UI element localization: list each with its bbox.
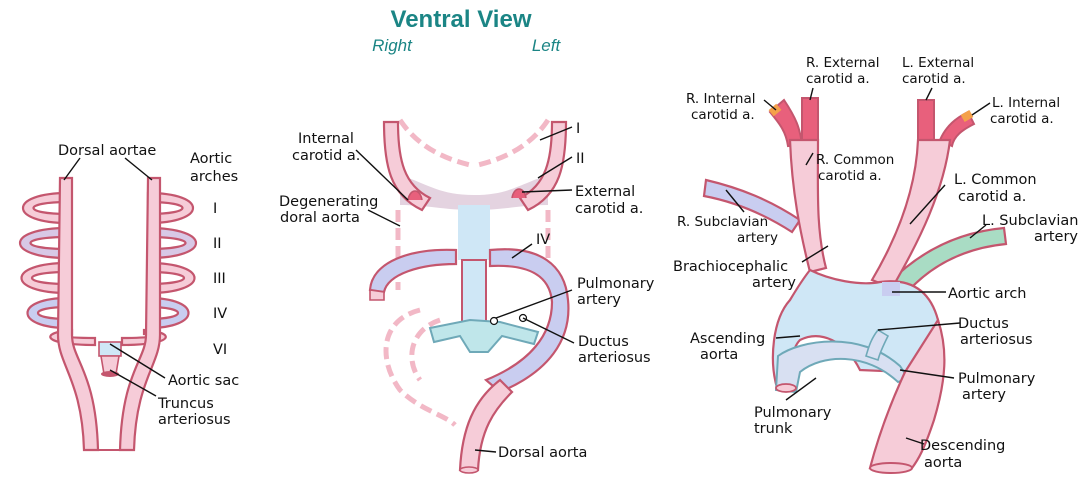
label-degenerating: Degenerating: [279, 194, 378, 210]
l-external-vessel: [918, 100, 934, 140]
label-aortic-arch: Aortic arch: [948, 286, 1026, 302]
label-internal-carotid: Internal: [298, 131, 354, 147]
label-brachiocephalic: Brachiocephalic: [673, 259, 788, 275]
label-r-external-2: carotid a.: [806, 71, 870, 87]
right-dorsal-aorta: [120, 178, 160, 450]
label-p2-arch-iv: IV: [536, 232, 550, 248]
label-doral-aorta: doral aorta: [280, 210, 360, 226]
label-l-internal: L. Internal: [992, 95, 1060, 111]
label-pulmonary-trunk-2: trunk: [754, 421, 793, 437]
label-brachiocephalic-2: artery: [752, 275, 796, 291]
label-p2-dorsal-aorta: Dorsal aorta: [498, 445, 587, 461]
label-p3-pulmonary-artery-2: artery: [962, 387, 1006, 403]
left-internal-carotid: [520, 122, 566, 210]
label-arch-vi: VI: [213, 342, 227, 358]
right-side-label: Right: [372, 36, 413, 55]
label-p3-ductus: Ductus: [958, 316, 1009, 332]
label-ascending-2: aorta: [700, 347, 738, 363]
label-p2-arch-i: I: [576, 121, 580, 137]
label-pulmonary-trunk: Pulmonary: [754, 405, 832, 421]
label-p3-ductus-2: arteriosus: [960, 332, 1033, 348]
label-r-internal-2: carotid a.: [691, 107, 755, 123]
panel-aortic-arches: Dorsal aortae Aortic arches I II III IV …: [20, 143, 239, 450]
panel-adult: R. External carotid a. L. External carot…: [673, 55, 1078, 473]
label-truncus: Truncus: [157, 396, 214, 412]
label-r-internal: R. Internal: [686, 91, 756, 107]
label-r-subclavian-2: artery: [737, 230, 778, 246]
label-l-common: L. Common: [954, 172, 1037, 188]
label-l-common-2: carotid a.: [958, 189, 1026, 205]
label-arch-i: I: [213, 201, 217, 217]
left-dorsal-aorta: [58, 178, 98, 450]
label-l-external: L. External: [902, 55, 974, 71]
label-r-subclavian: R. Subclavian: [677, 214, 768, 230]
label-p2-pulmonary-artery-2: artery: [577, 292, 621, 308]
right-seventh-branch: [370, 290, 384, 300]
label-r-common-2: carotid a.: [818, 168, 882, 184]
left-side-label: Left: [532, 36, 562, 55]
panel-transition: Internal carotid a. Degenerating doral a…: [279, 120, 655, 473]
label-p2-pulmonary-artery: Pulmonary: [577, 276, 655, 292]
label-arch-iii: III: [213, 271, 226, 287]
aortic-sac-center: [458, 205, 490, 260]
label-r-external: R. External: [806, 55, 880, 71]
label-arch-ii: II: [213, 236, 222, 252]
label-aortic-sac: Aortic sac: [168, 373, 239, 389]
label-arteriosus: arteriosus: [158, 412, 231, 428]
label-ascending: Ascending: [690, 331, 765, 347]
label-p2-ductus: Ductus: [578, 334, 629, 350]
label-dorsal-aortae: Dorsal aortae: [58, 143, 156, 159]
label-l-external-2: carotid a.: [902, 71, 966, 87]
label-l-internal-2: carotid a.: [990, 111, 1054, 127]
label-l-subclavian: L. Subclavian: [982, 213, 1078, 229]
label-aortic: Aortic: [190, 151, 232, 167]
label-arch-iv: IV: [213, 306, 227, 322]
pulmonary-branches: [430, 320, 538, 352]
label-internal-carotid-2: carotid a.: [292, 148, 360, 164]
right-arch-iv: [370, 250, 456, 292]
label-p2-external-carotid: External: [575, 184, 635, 200]
label-p2-external-carotid-2: carotid a.: [575, 201, 643, 217]
label-p2-arch-ii: II: [576, 151, 585, 167]
right-internal-carotid: [384, 122, 430, 210]
label-p3-pulmonary-artery: Pulmonary: [958, 371, 1036, 387]
arch-lavender-patch: [882, 282, 900, 296]
diagram-title: Ventral View: [391, 6, 532, 33]
label-descending: Descending: [920, 438, 1005, 454]
label-p2-ductus-2: arteriosus: [578, 350, 651, 366]
label-l-subclavian-2: artery: [1034, 229, 1078, 245]
label-arches: arches: [190, 169, 238, 185]
label-r-common: R. Common: [816, 152, 894, 168]
r-external-vessel: [802, 98, 818, 140]
label-descending-2: aorta: [924, 455, 962, 471]
